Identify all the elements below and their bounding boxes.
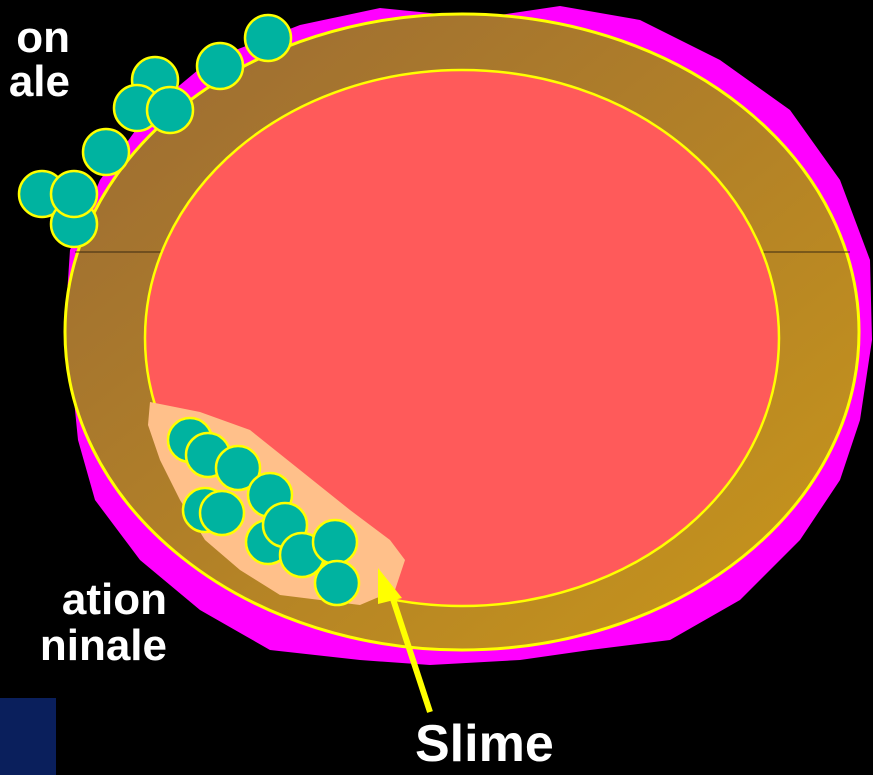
intraluminal-label-line1: ation [40,578,167,622]
bacterium [245,15,291,61]
bacterium [200,491,244,535]
bacterium [313,520,357,564]
extraluminal-label-line2: ale [9,60,70,104]
intraluminal-label-line2: ninale [40,624,167,668]
bacterium [51,171,97,217]
extraluminal-label-line1: on [9,16,70,60]
navy-corner-block [0,698,56,775]
intraluminal-label: ation ninale [40,578,167,668]
bacterium [83,129,129,175]
bacterium [197,43,243,89]
extraluminal-label: on ale [9,16,70,104]
slime-label: Slime [415,718,554,770]
bacterium [315,561,359,605]
bacterium [147,87,193,133]
